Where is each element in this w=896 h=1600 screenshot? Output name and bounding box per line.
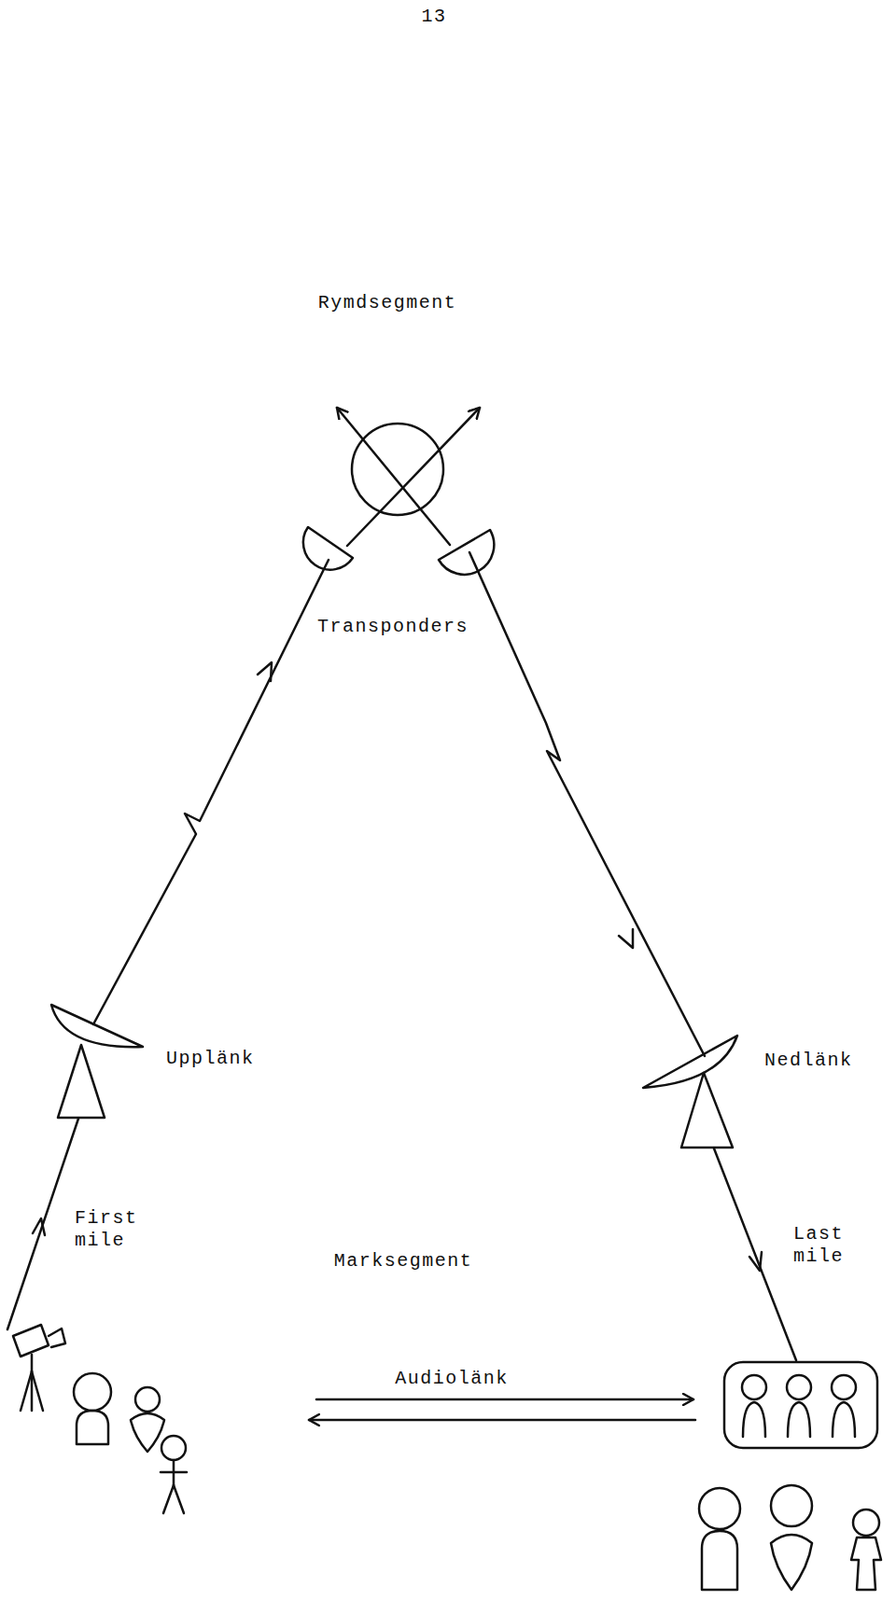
segment-label: Rymdsegment [318, 292, 458, 315]
link-label: Last mile [785, 1223, 852, 1269]
downlink-beam [469, 552, 705, 1057]
camera [13, 1325, 66, 1412]
audience [699, 1485, 882, 1591]
segment-label: Marksegment [334, 1250, 474, 1274]
downlink-antenna [643, 1036, 738, 1148]
uplink-beam [93, 560, 329, 1025]
tv-screen [724, 1362, 878, 1449]
link-label: Upplänk [166, 1048, 255, 1071]
audio-link-arrows [308, 1400, 696, 1421]
component-label: Transponders [317, 616, 469, 639]
link-label: Audiolänk [394, 1368, 509, 1391]
satellite [303, 407, 494, 575]
link-label: Nedlänk [764, 1050, 854, 1073]
link-label: First mile [74, 1207, 140, 1253]
first-mile-line [7, 1119, 79, 1330]
studio-people [73, 1373, 187, 1514]
page-number: 13 [420, 5, 447, 28]
uplink-antenna [51, 1005, 143, 1119]
last-mile-line [714, 1148, 797, 1361]
